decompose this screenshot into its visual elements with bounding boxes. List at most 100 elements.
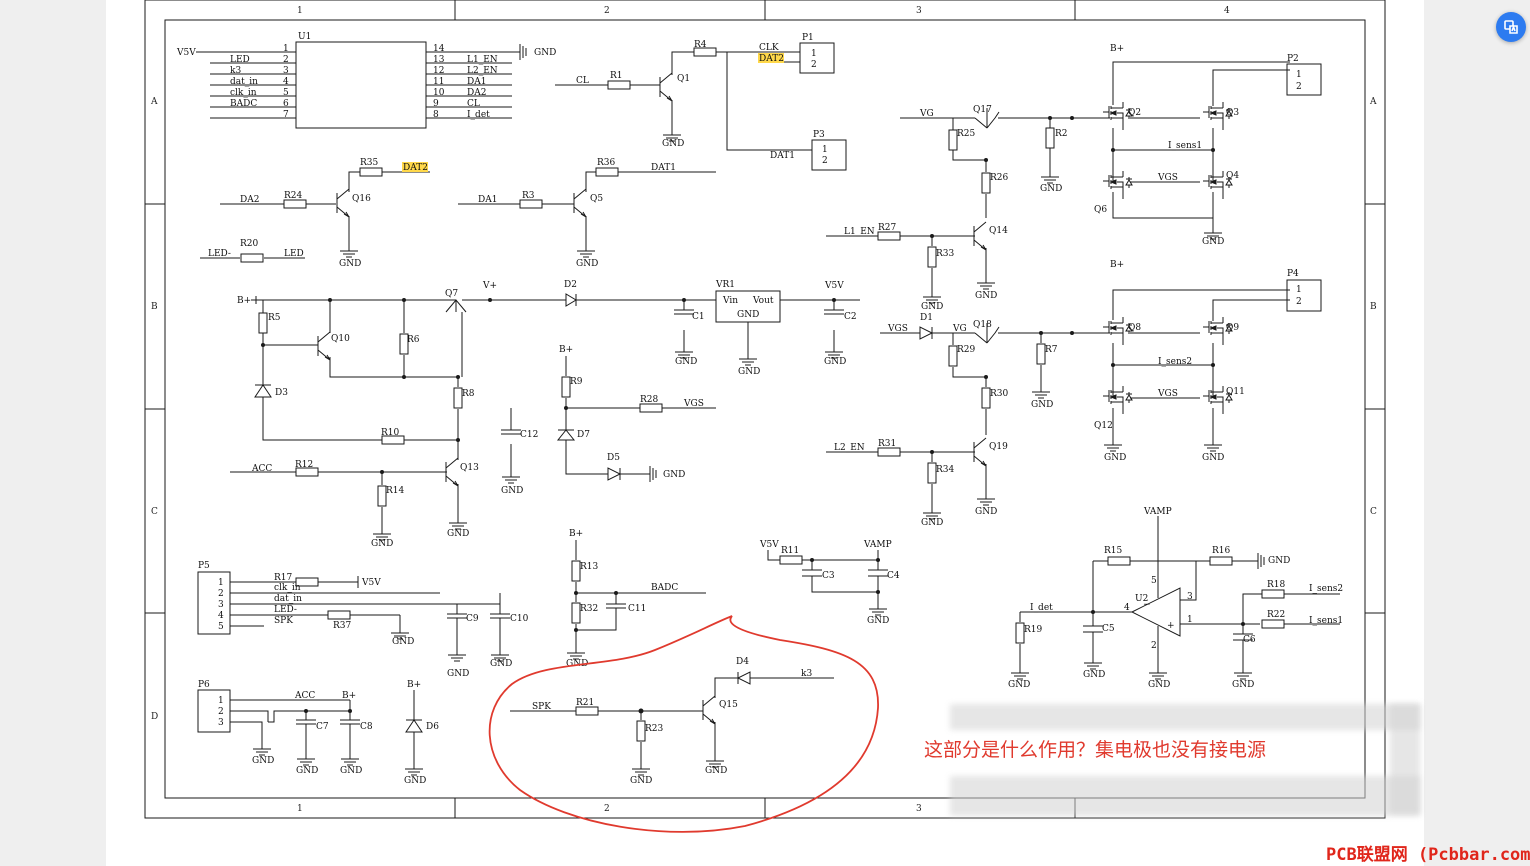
q1-stage: CL R1 Q1 GND R4 CLK DAT2 P1 1 2 DAT1 P3 … — [555, 33, 847, 171]
svg-text:R12: R12 — [295, 460, 313, 470]
svg-text:GND: GND — [1040, 184, 1062, 194]
red-annotation-circle — [488, 615, 879, 833]
svg-text:I_det: I_det — [1030, 603, 1053, 613]
svg-text:2: 2 — [604, 804, 610, 814]
svg-text:3: 3 — [218, 718, 224, 728]
floating-action-button[interactable] — [1496, 12, 1526, 42]
svg-text:VAMP: VAMP — [1143, 507, 1172, 517]
svg-text:R25: R25 — [957, 129, 976, 139]
svg-text:Q17: Q17 — [973, 105, 992, 115]
svg-text:V5V: V5V — [759, 540, 779, 550]
svg-text:GND: GND — [501, 486, 523, 496]
connector-p6: P6 1 2 3 ACC B+ C7 C8 B+ D6 GND GND GND … — [197, 680, 439, 786]
svg-text:LED-: LED- — [208, 249, 231, 259]
svg-text:P6: P6 — [198, 680, 210, 690]
svg-text:dat_in: dat_in — [230, 77, 258, 87]
svg-text:ACC: ACC — [294, 691, 315, 701]
svg-text:Q19: Q19 — [989, 442, 1008, 452]
svg-text:k3: k3 — [801, 669, 812, 679]
svg-text:CL: CL — [576, 76, 589, 86]
inner-frame — [164, 19, 1366, 799]
svg-text:GND: GND — [1232, 680, 1254, 690]
svg-text:GND: GND — [576, 259, 598, 269]
svg-text:B+: B+ — [1110, 44, 1124, 54]
svg-text:D2: D2 — [564, 280, 577, 290]
svg-text:R9: R9 — [570, 377, 583, 387]
svg-text:3: 3 — [218, 600, 224, 610]
svg-text:2: 2 — [283, 55, 289, 65]
svg-text:k3: k3 — [230, 66, 241, 76]
svg-text:GND: GND — [392, 637, 414, 647]
svg-text:R26: R26 — [990, 173, 1009, 183]
svg-text:GND: GND — [339, 259, 361, 269]
svg-text:U1: U1 — [298, 32, 311, 42]
svg-text:1: 1 — [1296, 285, 1302, 295]
power-switch-stage: B+ R5 Q10 R6 D3 Q7 V+ R8 R10 ACC R12 R14… — [230, 281, 500, 549]
svg-text:12: 12 — [433, 66, 444, 76]
svg-text:GND: GND — [705, 766, 727, 776]
svg-text:R28: R28 — [640, 395, 659, 405]
translate-icon — [1504, 20, 1518, 34]
svg-text:GND: GND — [1031, 400, 1053, 410]
svg-text:B+: B+ — [407, 680, 421, 690]
svg-text:R32: R32 — [580, 604, 598, 614]
driver-bank-2: VGS D1 VG Q18 R29 R7 GND R30 L2_EN R31 Q… — [826, 260, 1322, 528]
svg-text:B: B — [1370, 302, 1377, 312]
svg-text:2: 2 — [604, 6, 610, 16]
svg-text:R8: R8 — [462, 389, 475, 399]
svg-text:VGS: VGS — [683, 399, 704, 409]
svg-text:5: 5 — [1151, 576, 1157, 586]
blur-patch-1 — [950, 704, 1420, 730]
svg-text:Vin: Vin — [722, 296, 738, 306]
svg-text:I_sens1: I_sens1 — [1309, 616, 1343, 626]
svg-text:clk_in: clk_in — [274, 583, 301, 593]
vamp-filter: V5V R11 VAMP C3 C4 GND — [759, 540, 900, 626]
svg-text:7: 7 — [283, 110, 289, 120]
svg-text:R14: R14 — [386, 486, 405, 496]
svg-text:R33: R33 — [936, 249, 955, 259]
svg-text:C3: C3 — [822, 571, 835, 581]
svg-text:R27: R27 — [878, 223, 897, 233]
svg-text:I_sens1: I_sens1 — [1168, 141, 1202, 151]
svg-text:GND: GND — [1202, 237, 1224, 247]
svg-text:Q12: Q12 — [1094, 421, 1113, 431]
svg-text:R15: R15 — [1104, 546, 1123, 556]
svg-text:Q15: Q15 — [719, 700, 738, 710]
svg-text:GND: GND — [975, 291, 997, 301]
svg-text:GND: GND — [490, 659, 512, 669]
svg-text:1: 1 — [218, 696, 224, 706]
svg-text:R5: R5 — [268, 313, 281, 323]
svg-text:GND: GND — [447, 669, 469, 679]
svg-text:3: 3 — [1187, 592, 1193, 602]
svg-text:B+: B+ — [569, 529, 583, 539]
svg-text:2: 2 — [218, 589, 224, 599]
svg-text:R3: R3 — [522, 191, 535, 201]
svg-text:1: 1 — [1187, 615, 1193, 625]
svg-text:C8: C8 — [360, 722, 373, 732]
svg-text:R21: R21 — [576, 698, 594, 708]
svg-text:CLK: CLK — [759, 43, 779, 53]
svg-text:R4: R4 — [694, 40, 707, 50]
svg-text:GND: GND — [371, 539, 393, 549]
svg-text:Q8: Q8 — [1128, 323, 1141, 333]
svg-text:C9: C9 — [466, 614, 479, 624]
svg-text:3: 3 — [916, 804, 922, 814]
svg-text:−: − — [1143, 600, 1151, 610]
svg-text:14: 14 — [433, 44, 445, 54]
svg-text:GND: GND — [737, 310, 759, 320]
svg-text:2: 2 — [811, 60, 817, 70]
svg-text:GND: GND — [296, 766, 318, 776]
svg-text:B+: B+ — [342, 691, 356, 701]
svg-text:2: 2 — [822, 156, 828, 166]
svg-text:D4: D4 — [736, 657, 749, 667]
svg-text:4: 4 — [1224, 6, 1230, 16]
svg-text:5: 5 — [283, 88, 289, 98]
svg-text:L2_EN: L2_EN — [467, 66, 498, 76]
svg-text:2: 2 — [1151, 641, 1157, 651]
svg-text:R20: R20 — [240, 239, 259, 249]
svg-text:13: 13 — [433, 55, 445, 65]
svg-text:Q2: Q2 — [1128, 108, 1141, 118]
svg-text:GND: GND — [975, 507, 997, 517]
svg-text:DA2: DA2 — [240, 195, 259, 205]
